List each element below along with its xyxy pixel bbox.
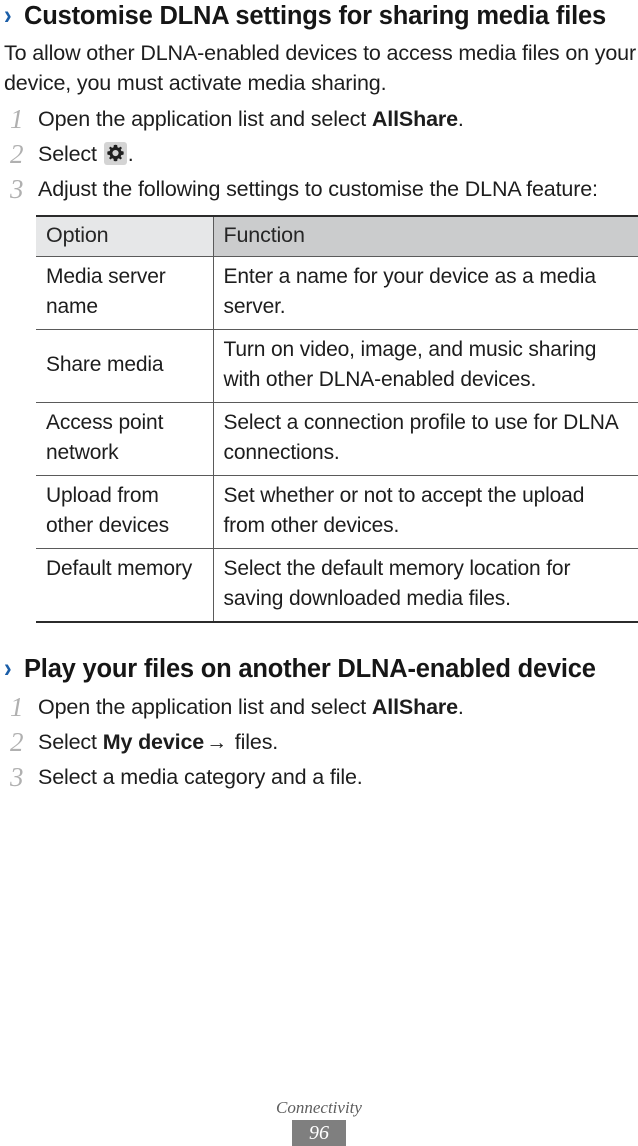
step-text: Select . [38, 139, 632, 170]
step-list-play-files: 1 Open the application list and select A… [0, 692, 638, 793]
step-number: 2 [10, 139, 24, 169]
table-cell-function: Select a connection profile to use for D… [213, 402, 638, 476]
step-number: 3 [10, 762, 24, 792]
step-text: Open the application list and select All… [38, 104, 632, 135]
list-item: 1 Open the application list and select A… [0, 104, 638, 135]
chevron-right-icon: › [4, 653, 12, 683]
step-text-post: . [457, 107, 464, 131]
step-text: Select a media category and a file. [38, 765, 363, 789]
step-text-post: files. [228, 730, 279, 754]
page-number-badge: 96 [292, 1120, 346, 1146]
step-text: Select My device→ files. [38, 727, 632, 758]
table-cell-option: Share media [36, 329, 214, 403]
step-text-bold: My device [102, 730, 205, 754]
section-title: Customise DLNA settings for sharing medi… [24, 2, 606, 30]
table-cell-option: Media server name [36, 256, 214, 330]
step-text-bold: AllShare [371, 695, 458, 719]
table-header-function: Function [213, 215, 638, 257]
table-cell-function: Select the default memory location for s… [213, 548, 638, 623]
footer-chapter-label: Connectivity [276, 1098, 362, 1117]
step-number: 1 [10, 104, 24, 134]
page-footer: Connectivity 96 [0, 1098, 638, 1146]
table-row: Default memory Select the default memory… [36, 548, 638, 623]
section-heading-dlna-settings: › Customise DLNA settings for sharing me… [0, 0, 638, 33]
table-cell-option: Upload from other devices [36, 475, 214, 549]
list-item: 2 Select . [0, 139, 638, 170]
table-row: Access point network Select a connection… [36, 402, 638, 476]
chevron-right-icon: › [4, 0, 12, 30]
step-number: 2 [10, 727, 24, 757]
table-row: Upload from other devices Set whether or… [36, 475, 638, 549]
table-cell-option: Default memory [36, 548, 214, 623]
step-text-pre: Select [38, 730, 103, 754]
step-text: Adjust the following settings to customi… [38, 177, 598, 201]
step-text-pre: Open the application list and select [38, 107, 372, 131]
arrow-right-icon: → [206, 731, 227, 754]
step-number: 3 [10, 174, 24, 204]
list-item: 2 Select My device→ files. [0, 727, 638, 758]
step-text-pre: Select [38, 142, 103, 166]
list-item: 3 Adjust the following settings to custo… [0, 174, 638, 205]
section-intro-paragraph: To allow other DLNA-enabled devices to a… [4, 41, 636, 95]
step-text-bold: AllShare [371, 107, 458, 131]
table-cell-function: Enter a name for your device as a media … [213, 256, 638, 330]
step-text-post: . [457, 695, 464, 719]
table-cell-option: Access point network [36, 402, 214, 476]
step-text-pre: Open the application list and select [38, 695, 372, 719]
step-text-post: . [127, 142, 134, 166]
step-number: 1 [10, 692, 24, 722]
table-row: Media server name Enter a name for your … [36, 256, 638, 330]
list-item: 3 Select a media category and a file. [0, 762, 638, 793]
section-heading-play-files: › Play your files on another DLNA-enable… [0, 653, 638, 686]
step-text: Open the application list and select All… [38, 692, 632, 723]
dlna-options-table: Option Function Media server name Enter … [36, 215, 638, 623]
section-title: Play your files on another DLNA-enabled … [24, 655, 596, 683]
list-item: 1 Open the application list and select A… [0, 692, 638, 723]
spacer [0, 623, 638, 653]
table-row: Share media Turn on video, image, and mu… [36, 329, 638, 403]
gear-icon [103, 142, 127, 165]
table-header-option: Option [36, 215, 214, 257]
table-cell-function: Set whether or not to accept the upload … [213, 475, 638, 549]
table-cell-function: Turn on video, image, and music sharing … [213, 329, 638, 403]
step-list-dlna-settings: 1 Open the application list and select A… [0, 104, 638, 205]
table-header-row: Option Function [36, 215, 638, 257]
